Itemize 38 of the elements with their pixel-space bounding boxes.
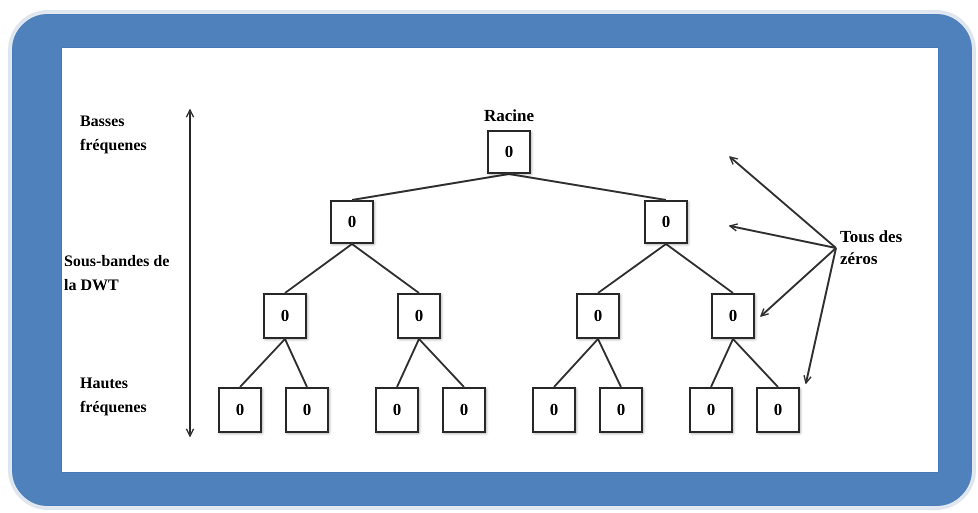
arrow — [729, 223, 836, 249]
arrow — [760, 247, 837, 317]
tree-node-box: 0 — [644, 200, 688, 244]
arrow — [729, 156, 837, 249]
annotation-text: Tous des zéros — [840, 226, 932, 270]
tree-node-box: 0 — [689, 387, 733, 433]
tree-node-box: 0 — [599, 387, 643, 433]
node-caption: Racine — [482, 106, 536, 126]
tree-node-box: 0 — [375, 387, 419, 433]
connector-line — [352, 173, 510, 201]
tree-node-box: 0 — [756, 387, 800, 433]
connector-line — [239, 338, 286, 388]
tree-node-box: 0 — [330, 200, 374, 244]
tree-node-box: 0 — [397, 293, 441, 339]
connector-line — [597, 243, 667, 294]
tree-node-box: 0 — [576, 293, 620, 339]
connector-line — [732, 338, 779, 388]
connector-line — [553, 338, 599, 388]
connector-line — [665, 243, 734, 294]
tree-node-box: 0 — [532, 387, 576, 433]
axis-label: Basses fréquenes — [80, 112, 148, 156]
connector-line — [284, 243, 353, 294]
axis-label: Hautes fréquenes — [80, 374, 148, 418]
tree-node-box: 0 — [487, 130, 531, 174]
connector-line — [597, 338, 622, 388]
connector-line — [508, 173, 666, 201]
tree-node-box: 0 — [263, 293, 307, 339]
connector-line — [396, 338, 420, 388]
connector-line — [710, 338, 734, 388]
tree-node-box: 0 — [442, 387, 486, 433]
connector-line — [418, 338, 465, 388]
axis-label: Sous-bandes de la DWT — [64, 252, 170, 296]
tree-node-box: 0 — [218, 387, 262, 433]
tree-node-box: 0 — [285, 387, 329, 433]
tree-node-box: 0 — [711, 293, 755, 339]
connector-line — [284, 338, 308, 388]
arrow — [803, 248, 837, 384]
connector-line — [351, 243, 420, 294]
